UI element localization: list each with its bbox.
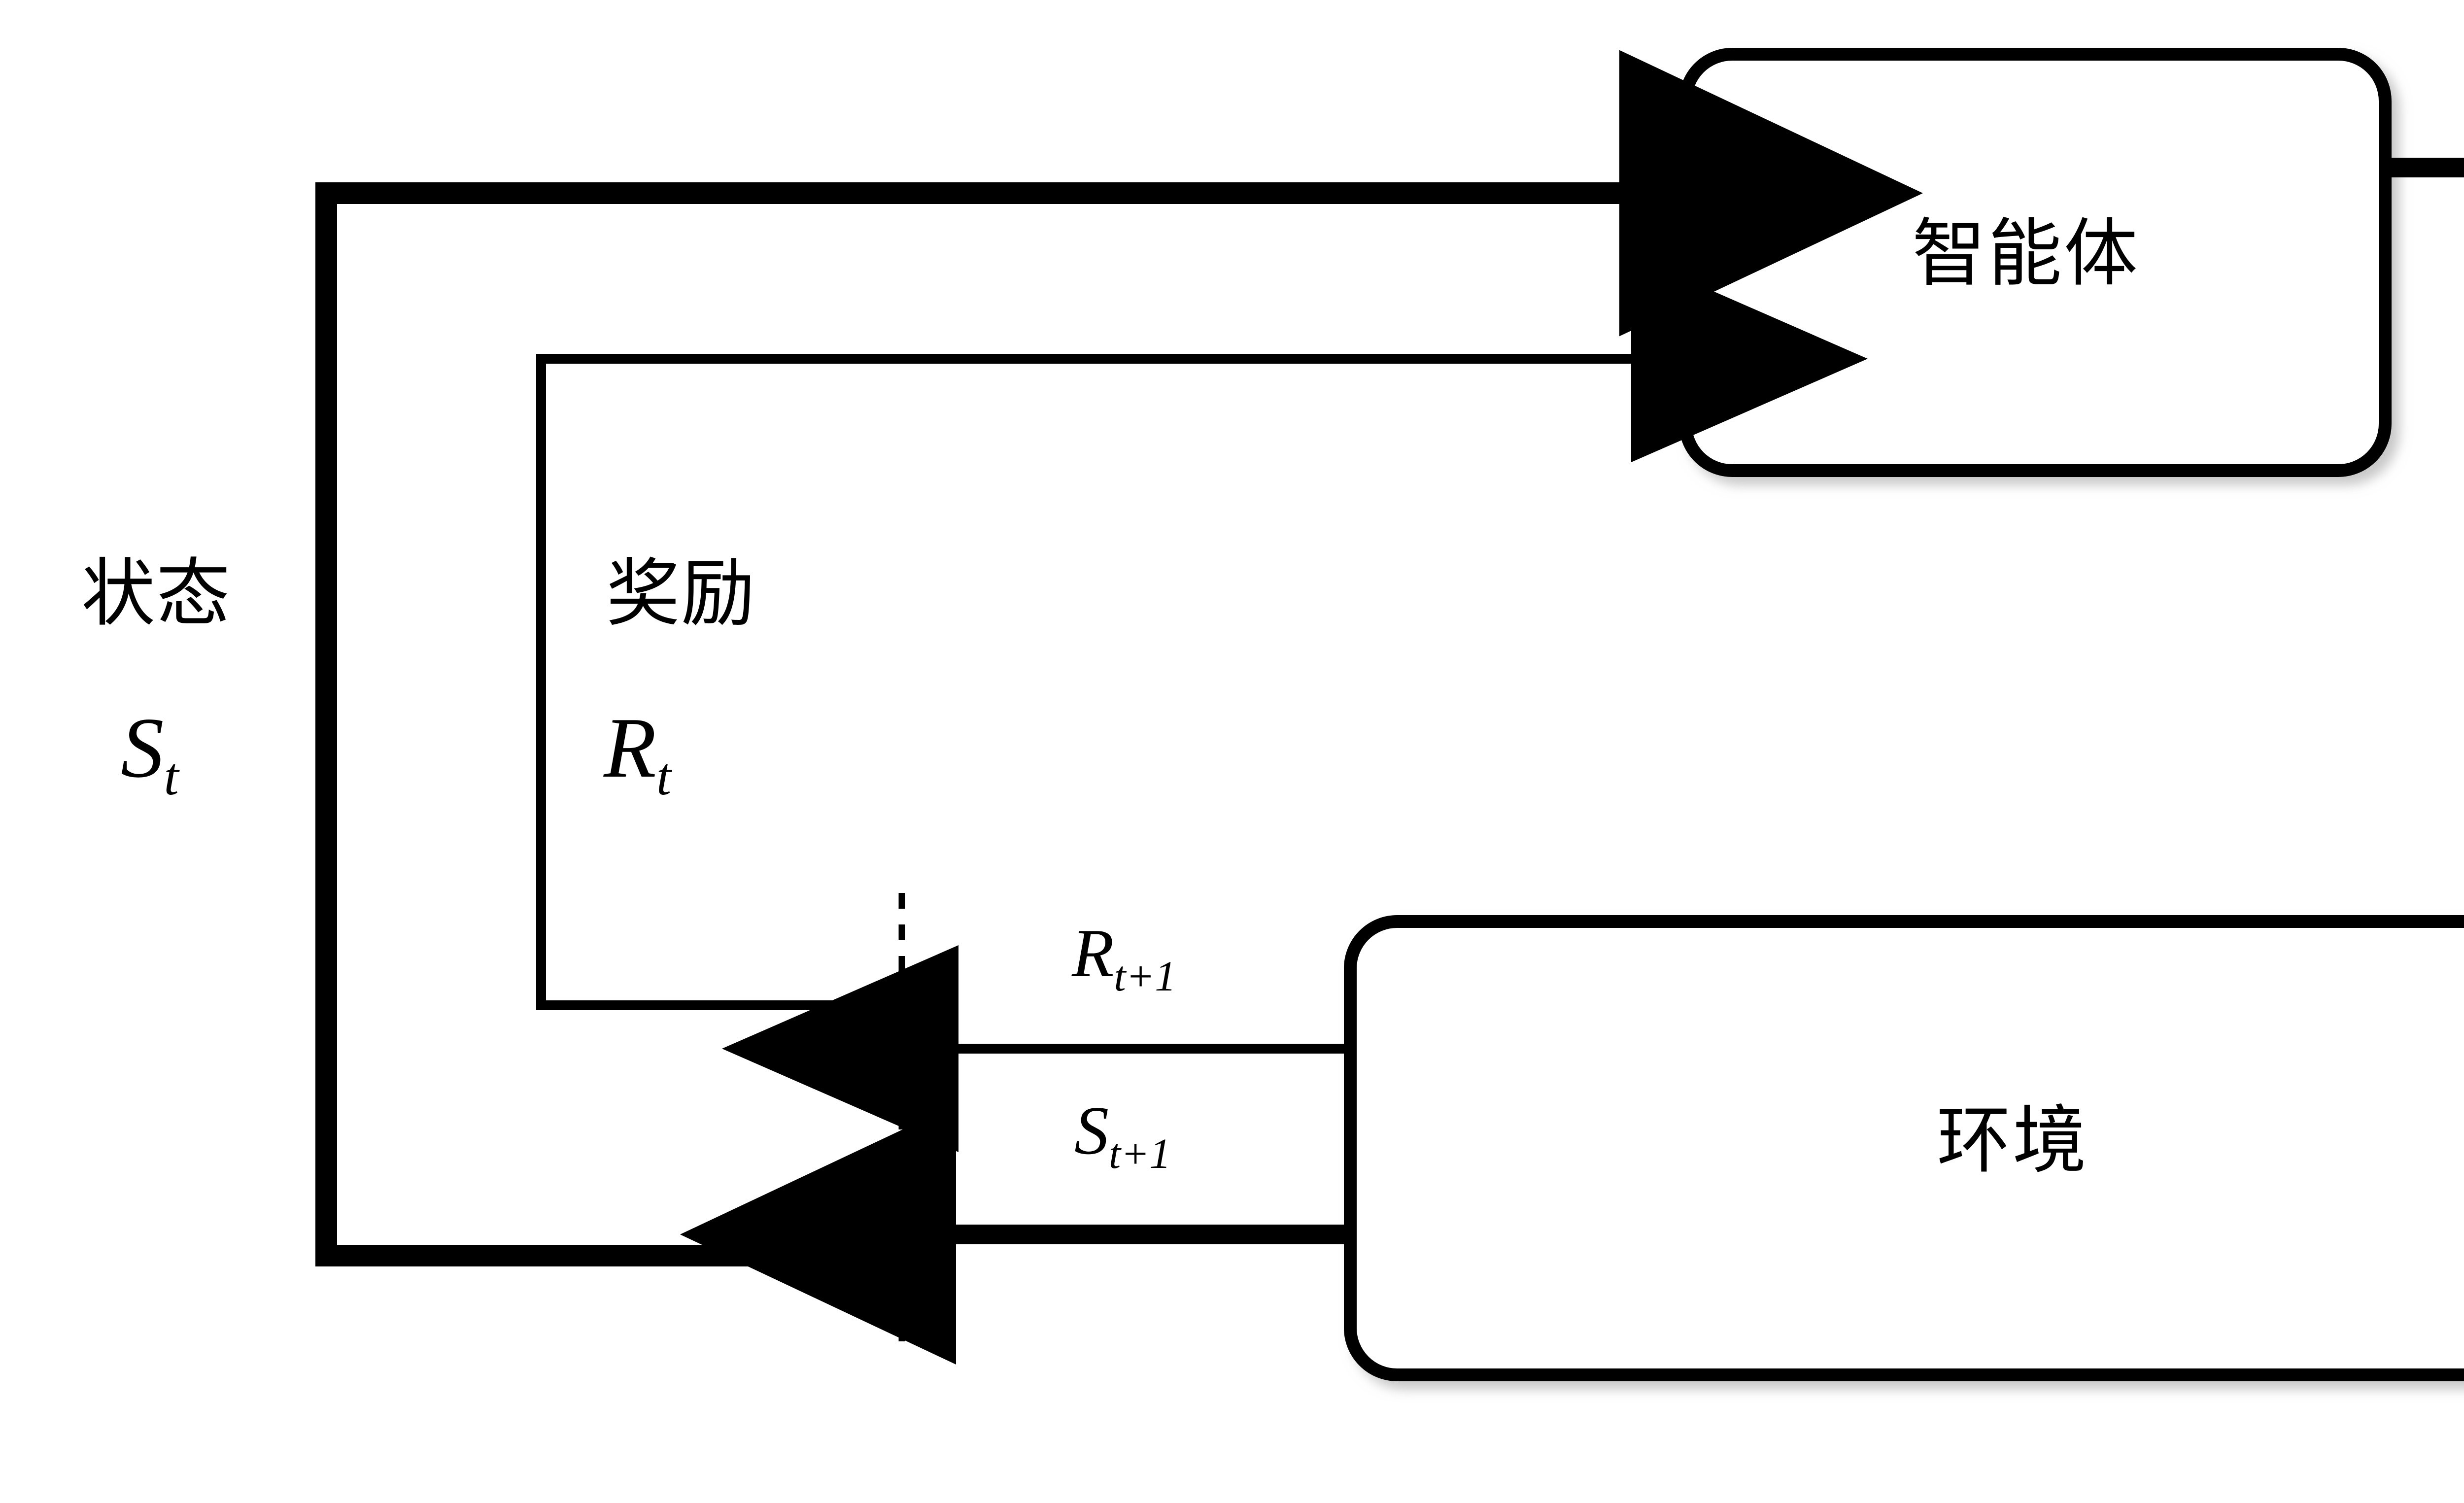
reward-next-symbol-subscript: t+1 bbox=[1114, 953, 1176, 1000]
reward-next-symbol: Rt+1 bbox=[1072, 919, 1176, 998]
reward-symbol-base: R bbox=[604, 700, 656, 795]
environment-box-shape bbox=[1344, 915, 2464, 1381]
reward-next-symbol-base: R bbox=[1072, 915, 1114, 991]
state-label-cn: 状态 bbox=[81, 551, 232, 637]
state-symbol-subscript: t bbox=[164, 747, 179, 806]
reward-symbol-subscript: t bbox=[656, 747, 672, 806]
reward-symbol: Rt bbox=[604, 705, 671, 804]
state-next-symbol: St+1 bbox=[1074, 1096, 1171, 1175]
reward-label-cn: 奖励 bbox=[606, 551, 756, 637]
state-symbol: St bbox=[121, 705, 179, 804]
state-next-symbol-base: S bbox=[1074, 1093, 1109, 1169]
environment-box-label: 环境 bbox=[1937, 1098, 2089, 1184]
state-symbol-base: S bbox=[121, 700, 164, 795]
agent-box-label: 智能体 bbox=[1912, 211, 2140, 297]
edge-state-to-agent bbox=[315, 50, 1923, 1266]
state-next-symbol-subscript: t+1 bbox=[1109, 1130, 1171, 1177]
edge-reward-to-agent bbox=[536, 255, 1868, 1010]
environment-node[interactable] bbox=[1344, 915, 2464, 1381]
